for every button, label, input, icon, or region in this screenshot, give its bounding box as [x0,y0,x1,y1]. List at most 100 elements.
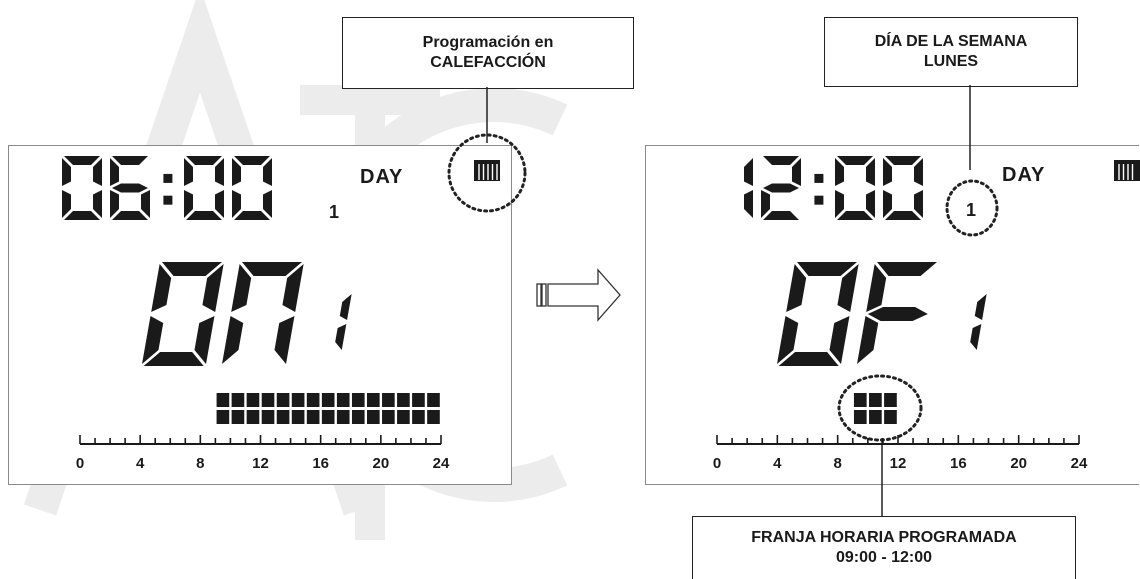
timeline-tick-label: 12 [890,455,907,472]
digit-segment [914,158,923,186]
digit-segment [194,316,215,364]
clock-digit [62,156,102,220]
program-block [397,393,410,407]
callout-time-slot: FRANJA HORARIA PROGRAMADA 09:00 - 12:00 [692,516,1076,579]
digit-segment [186,156,222,165]
state-digit [777,262,859,366]
program-block [853,393,867,407]
digit-segment [763,211,799,220]
program-block [321,410,335,424]
callout-weekday-line1: DÍA DE LA SEMANA [874,33,1028,50]
program-block [306,393,320,407]
state-digit [142,262,224,366]
digit-segment [335,324,347,350]
program-block [321,393,335,407]
digit-segment [970,324,982,350]
clock-digit [184,156,224,220]
digit-segment [866,264,887,312]
digit-segment [142,316,164,364]
digit-segment [282,264,304,312]
program-block [869,410,882,424]
digit-segment [112,156,148,165]
radiator-highlight-circle [447,133,527,213]
program-block [246,393,260,407]
digit-segment [837,264,859,312]
digit-segment [786,264,807,312]
timeline-tick-label: 12 [252,455,269,472]
digit-segment [866,158,875,186]
timeline-tick-label: 8 [833,455,841,472]
digit-segment [837,156,873,165]
day-highlight-circle [945,179,999,237]
program-block [382,410,395,424]
program-block [336,393,350,407]
arrow-right-icon [536,268,621,322]
callout-weekday-line2: LUNES [923,53,979,70]
program-block [216,393,230,407]
digit-segment [231,264,252,312]
digit-segment [792,158,801,186]
digit-segment [857,316,879,364]
timeline-tick-label: 24 [433,455,450,472]
digit-segment [110,190,119,218]
program-block [306,410,320,424]
digit-segment [202,264,224,312]
callout-heating-line2: CALEFACCIÓN [430,54,546,71]
program-block [884,393,897,407]
clock-digit [761,156,801,220]
program-block [291,393,305,407]
callout-time-slot-line2: 09:00 - 12:00 [835,549,933,566]
program-block [231,393,245,407]
digit-segment [162,262,222,276]
timeline-tick-label: 24 [1071,455,1088,472]
digit-segment [62,190,71,218]
program-block [261,393,275,407]
slot-highlight-circle [837,374,923,442]
digit-segment [143,352,204,366]
digit-segment [797,262,857,276]
digit-segment [141,190,150,218]
digit-segment [763,156,799,165]
day-label: DAY [1002,164,1046,186]
digit-segment [778,352,839,366]
callout-time-slot-line1: FRANJA HORARIA PROGRAMADA [751,529,1017,546]
clock-digit [744,158,753,218]
digit-segment [62,158,71,186]
program-block [336,410,350,424]
program-block [412,393,425,407]
digit-segment [835,158,844,186]
digit-segment [184,158,193,186]
day-number: 1 [329,202,341,222]
program-block [397,410,410,424]
digit-segment [883,190,892,218]
digit-segment [110,158,119,186]
program-block [427,410,440,424]
digit-segment [866,190,875,218]
digit-segment [232,158,241,186]
digit-segment [263,158,272,186]
program-index-digit [335,294,352,350]
timeline-tick-label: 0 [713,455,721,472]
program-block [412,410,425,424]
radiator-icon [474,160,500,181]
program-block [216,410,230,424]
program-block [853,410,867,424]
digit-segment [274,316,295,364]
program-block [276,410,290,424]
timeline-tick-label: 0 [76,455,84,472]
program-block [884,410,897,424]
program-block [869,393,882,407]
program-block [366,393,380,407]
digit-segment [64,156,100,165]
digit-segment [93,158,102,186]
program-index-digit [970,294,987,350]
program-block [261,410,275,424]
clock-digit [883,156,923,220]
lcd-panel-left [8,145,512,485]
digit-segment [64,211,100,220]
day-label: DAY [360,166,404,188]
digit-segment [151,264,172,312]
digit-segment [242,262,302,276]
callout-weekday: DÍA DE LA SEMANA LUNES [824,17,1078,87]
program-block [276,393,290,407]
